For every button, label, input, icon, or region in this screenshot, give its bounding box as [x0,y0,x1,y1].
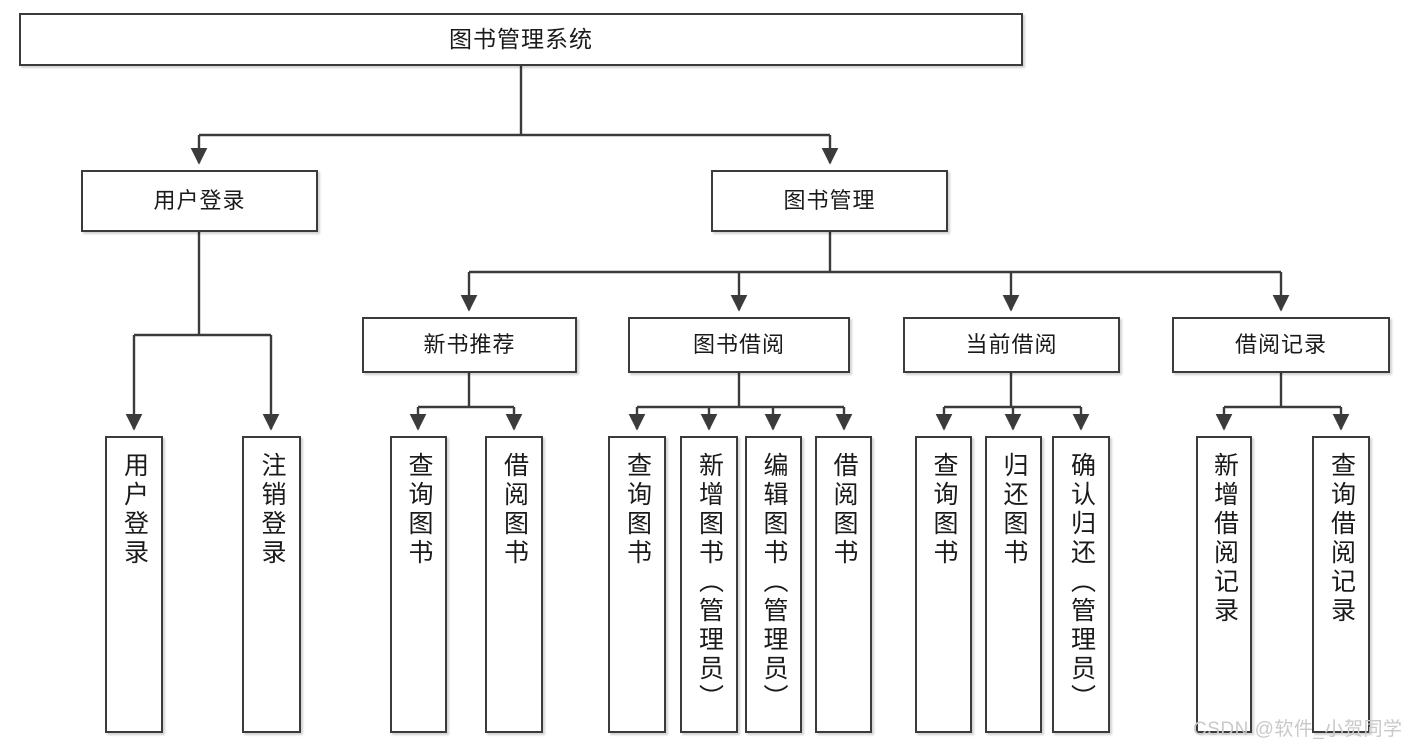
leaf-label: 查询图书 [405,452,433,568]
leaf-label: 确认归还（管理员） [1067,452,1096,713]
leaf-label: 借阅图书 [500,452,529,568]
leaf-label: 用户登录 [120,452,149,568]
leaf-query-book-current[interactable]: 查询图书 [915,436,972,733]
leaf-user-login[interactable]: 用户登录 [105,436,163,733]
leaf-label: 查询图书 [623,452,652,568]
node-borrow-record-label: 借阅记录 [1234,332,1327,358]
leaf-return-book[interactable]: 归还图书 [985,436,1042,733]
node-borrow-record[interactable]: 借阅记录 [1172,317,1390,373]
node-user-login[interactable]: 用户登录 [81,170,318,232]
leaf-add-book-admin[interactable]: 新增图书（管理员） [680,436,738,733]
node-current-borrow[interactable]: 当前借阅 [903,317,1120,373]
leaf-add-borrow-record[interactable]: 新增借阅记录 [1196,436,1252,733]
leaf-label: 新增图书（管理员） [695,452,724,713]
leaf-label: 编辑图书（管理员） [760,452,788,713]
node-book-management-label: 图书管理 [783,188,876,214]
node-book-borrow-label: 图书借阅 [692,332,785,358]
node-root-label: 图书管理系统 [449,26,593,53]
node-user-login-label: 用户登录 [153,188,246,214]
node-current-borrow-label: 当前借阅 [965,332,1058,358]
leaf-label: 查询图书 [930,452,958,568]
node-new-book-recommend[interactable]: 新书推荐 [362,317,577,373]
leaf-label: 借阅图书 [830,452,858,568]
node-book-borrow[interactable]: 图书借阅 [628,317,850,373]
leaf-label: 注销登录 [258,452,286,568]
leaf-query-book-newbook[interactable]: 查询图书 [390,436,447,733]
leaf-borrow-book-newbook[interactable]: 借阅图书 [485,436,543,733]
leaf-label: 新增借阅记录 [1210,452,1239,626]
leaf-label: 归还图书 [1000,452,1028,568]
leaf-label: 查询借阅记录 [1327,452,1356,626]
leaf-query-borrow-record[interactable]: 查询借阅记录 [1312,436,1370,733]
node-book-management[interactable]: 图书管理 [711,170,948,232]
node-new-book-recommend-label: 新书推荐 [423,332,516,358]
leaf-confirm-return-admin[interactable]: 确认归还（管理员） [1052,436,1110,733]
leaf-logout[interactable]: 注销登录 [242,436,301,733]
node-root[interactable]: 图书管理系统 [19,13,1023,66]
leaf-borrow-book[interactable]: 借阅图书 [815,436,872,733]
leaf-edit-book-admin[interactable]: 编辑图书（管理员） [745,436,802,733]
leaf-query-book-borrow[interactable]: 查询图书 [608,436,666,733]
